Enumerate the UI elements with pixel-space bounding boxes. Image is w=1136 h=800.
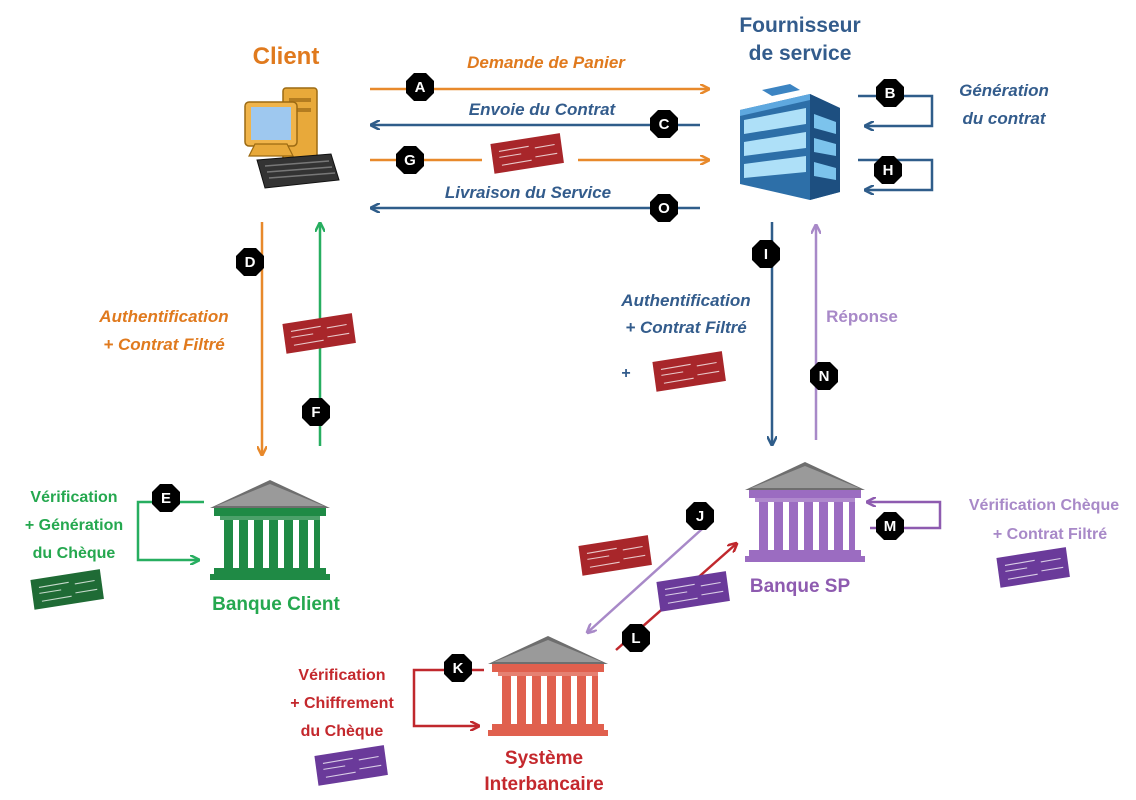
check-icon — [651, 350, 727, 393]
msg-sp-bank-2: + Contrat Filtré — [993, 526, 1107, 543]
msg-client-bank-3: du Chèque — [33, 545, 116, 562]
step-letter: D — [245, 254, 256, 271]
actor-provider-label-2: de service — [749, 42, 852, 65]
step-marker-i: I — [752, 240, 780, 268]
arrow-j — [588, 519, 713, 632]
actor-interbank-label-1: Système — [505, 748, 583, 769]
msg-interbank-2: + Chiffrement — [290, 695, 394, 712]
step-marker-l: L — [622, 624, 650, 652]
check-icon — [29, 568, 105, 611]
step-marker-d: D — [236, 248, 264, 276]
check-icon — [281, 312, 357, 355]
step-letter: N — [819, 368, 830, 385]
msg-sp-auth-2: + Contrat Filtré — [625, 318, 746, 337]
msg-contract-gen-1: Génération — [959, 81, 1049, 100]
msg-contract-send: Envoie du Contrat — [469, 100, 617, 119]
actor-interbank-label-2: Interbancaire — [484, 774, 603, 795]
check-icon — [655, 570, 731, 613]
step-marker-o: O — [650, 194, 678, 222]
check-icon — [313, 744, 389, 787]
arrow-m — [868, 502, 942, 530]
msg-sp-bank-1: Vérification Chèque — [969, 497, 1119, 514]
msg-cart-request: Demande de Panier — [467, 53, 626, 72]
step-marker-j: J — [686, 502, 714, 530]
step-marker-m: M — [876, 512, 904, 540]
bank-icon — [210, 480, 330, 580]
step-letter: K — [453, 660, 464, 677]
check-icon — [489, 132, 565, 175]
msg-contract-gen-2: du contrat — [962, 109, 1046, 128]
actor-bank-client-label: Banque Client — [212, 594, 340, 615]
step-marker-a: A — [406, 73, 434, 101]
step-letter: F — [311, 404, 320, 421]
msg-interbank-1: Vérification — [298, 667, 385, 684]
step-letter: J — [696, 508, 704, 525]
step-marker-k: K — [444, 654, 472, 682]
bank-icon — [488, 636, 608, 736]
msg-client-bank-1: Vérification — [30, 489, 117, 506]
msg-interbank-3: du Chèque — [301, 723, 384, 740]
step-letter: A — [415, 79, 426, 96]
msg-sp-auth-1: Authentification — [620, 291, 750, 310]
msg-sp-auth-plus: + — [621, 365, 630, 382]
step-letter: M — [884, 518, 897, 535]
building-icon — [740, 84, 840, 200]
step-marker-f: F — [302, 398, 330, 426]
msg-client-auth-1: Authentification — [98, 307, 228, 326]
step-letter: G — [404, 152, 416, 169]
msg-response: Réponse — [826, 307, 898, 326]
bank-icon — [745, 462, 865, 562]
step-letter: B — [885, 85, 896, 102]
step-marker-c: C — [650, 110, 678, 138]
step-marker-n: N — [810, 362, 838, 390]
step-marker-h: H — [874, 156, 902, 184]
step-letter: H — [883, 162, 894, 179]
step-marker-e: E — [152, 484, 180, 512]
step-marker-b: B — [876, 79, 904, 107]
actor-bank-sp-label: Banque SP — [750, 576, 851, 597]
msg-client-auth-2: + Contrat Filtré — [103, 335, 224, 354]
step-letter: E — [161, 490, 171, 507]
actor-client-label: Client — [253, 43, 320, 70]
step-letter: L — [631, 630, 640, 647]
computer-icon — [244, 87, 340, 189]
msg-service-delivery: Livraison du Service — [445, 183, 611, 202]
check-icon — [577, 534, 653, 577]
step-letter: O — [658, 200, 670, 217]
msg-client-bank-2: + Génération — [25, 517, 123, 534]
step-marker-g: G — [396, 146, 424, 174]
step-letter: I — [764, 246, 768, 263]
step-letter: C — [659, 116, 670, 133]
check-icon — [995, 546, 1071, 589]
actor-provider-label-1: Fournisseur — [739, 14, 860, 37]
